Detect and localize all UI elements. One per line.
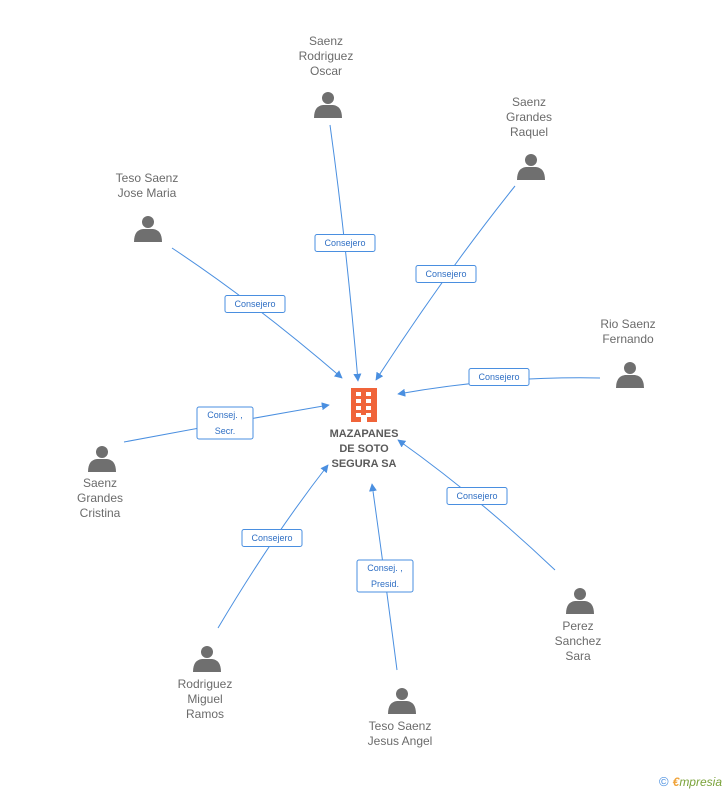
company-node[interactable]: MAZAPANES DE SOTO SEGURA SA <box>330 388 399 470</box>
copyright-icon: © <box>659 774 669 789</box>
nodes-layer: SaenzRodriguezOscarSaenzGrandesRaquelTes… <box>77 34 656 748</box>
person-name-line: Jesus Angel <box>368 734 433 748</box>
person-name-line: Rodriguez <box>178 677 233 691</box>
person-icon <box>88 446 116 472</box>
person-icon <box>616 362 644 388</box>
copyright-footer: ©€mpresia <box>659 774 722 789</box>
role-label: Consej. , <box>367 563 403 573</box>
person-name-line: Saenz <box>512 95 546 109</box>
company-name-line: SEGURA SA <box>332 458 397 470</box>
role-label: Consejero <box>324 238 365 248</box>
role-label: Presid. <box>371 579 399 589</box>
edge-oscar <box>329 124 362 382</box>
person-name-line: Grandes <box>77 491 123 505</box>
role-badge-fernando[interactable]: Consejero <box>468 368 530 386</box>
person-name-line: Jose Maria <box>118 186 177 200</box>
brand-logo-initial: € <box>672 775 680 789</box>
person-name-line: Oscar <box>310 64 342 78</box>
person-icon <box>134 216 162 242</box>
role-badge-miguel[interactable]: Consejero <box>241 529 303 547</box>
person-name-line: Perez <box>562 619 593 633</box>
role-badge-oscar[interactable]: Consejero <box>314 234 376 252</box>
brand-logo-text: mpresia <box>679 775 722 789</box>
person-name-line: Teso Saenz <box>116 171 179 185</box>
person-name-line: Rodriguez <box>299 49 354 63</box>
person-name-line: Grandes <box>506 110 552 124</box>
role-badge-raquel[interactable]: Consejero <box>415 265 477 283</box>
company-name-line: DE SOTO <box>339 443 389 455</box>
role-label: Consej. , <box>207 410 243 420</box>
building-icon <box>351 388 377 422</box>
person-icon <box>517 154 545 180</box>
role-label: Consejero <box>425 269 466 279</box>
person-name-line: Ramos <box>186 707 224 721</box>
person-name-line: Fernando <box>602 332 654 346</box>
role-badge-sara[interactable]: Consejero <box>446 487 508 505</box>
role-label: Consejero <box>478 372 519 382</box>
person-name-line: Sara <box>565 649 591 663</box>
person-icon <box>388 688 416 714</box>
person-icon <box>566 588 594 614</box>
person-name-line: Raquel <box>510 125 548 139</box>
role-label: Consejero <box>456 491 497 501</box>
role-badge-jesus[interactable]: Consej. , Presid. <box>356 559 414 593</box>
person-name-line: Miguel <box>187 692 222 706</box>
company-name-line: MAZAPANES <box>330 428 399 440</box>
role-badge-josemaria[interactable]: Consejero <box>224 295 286 313</box>
person-name-line: Cristina <box>80 506 121 520</box>
role-label: Consejero <box>251 533 292 543</box>
role-label: Secr. <box>215 426 236 436</box>
person-icon <box>193 646 221 672</box>
role-label: Consejero <box>234 299 275 309</box>
person-name-line: Saenz <box>83 476 117 490</box>
person-name-line: Rio Saenz <box>600 317 655 331</box>
person-icon <box>314 92 342 118</box>
role-badge-cristina[interactable]: Consej. , Secr. <box>196 406 254 440</box>
person-name-line: Teso Saenz <box>369 719 432 733</box>
edges-layer: ConsejeroConsejeroConsejeroConsejeroCons… <box>123 124 601 671</box>
person-name-line: Sanchez <box>555 634 602 648</box>
person-name-line: Saenz <box>309 34 343 48</box>
